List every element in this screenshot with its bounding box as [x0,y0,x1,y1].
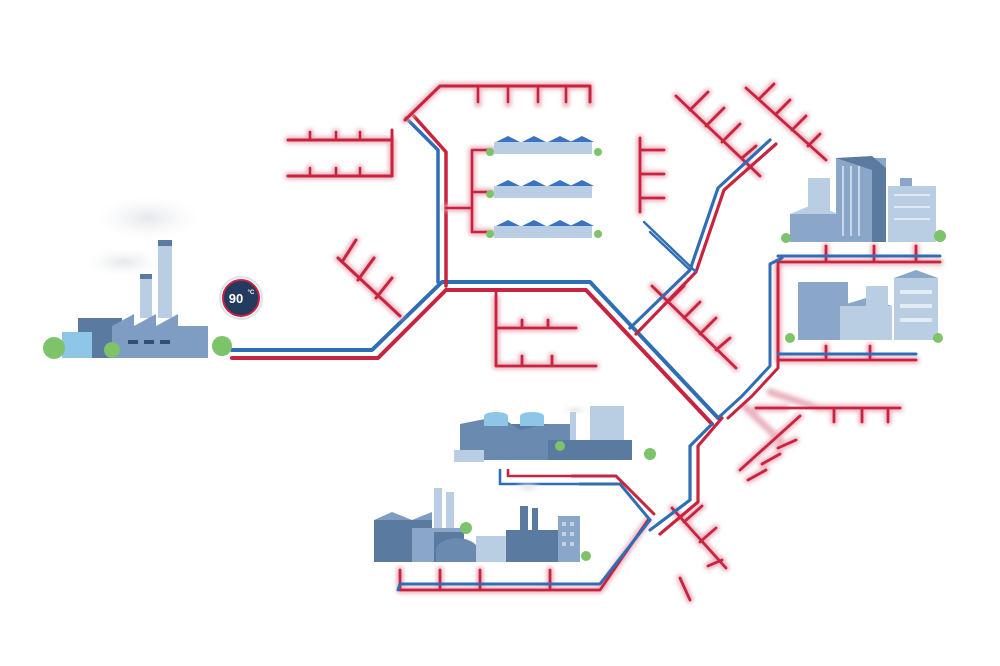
return-branch-pipes [396,138,942,592]
house-row-top [486,136,602,156]
main-trunk-pipe [230,280,720,426]
power-plant-icon [43,196,232,359]
heated-branch-pipes [284,80,944,604]
pipe-network [230,80,944,604]
temperature-badge-icon: 90 °C [219,276,263,320]
office-towers-icon [781,156,946,243]
temperature-unit: °C [248,290,255,296]
industrial-plant-icon [454,404,656,462]
factory-complex-icon [374,481,591,562]
civic-buildings-icon [785,270,943,343]
north-riser-pipe [404,112,448,288]
house-row-bottom [486,220,602,238]
house-row-middle [486,180,594,198]
temperature-value: 90 [229,291,243,306]
residential-houses-icon [486,136,602,238]
